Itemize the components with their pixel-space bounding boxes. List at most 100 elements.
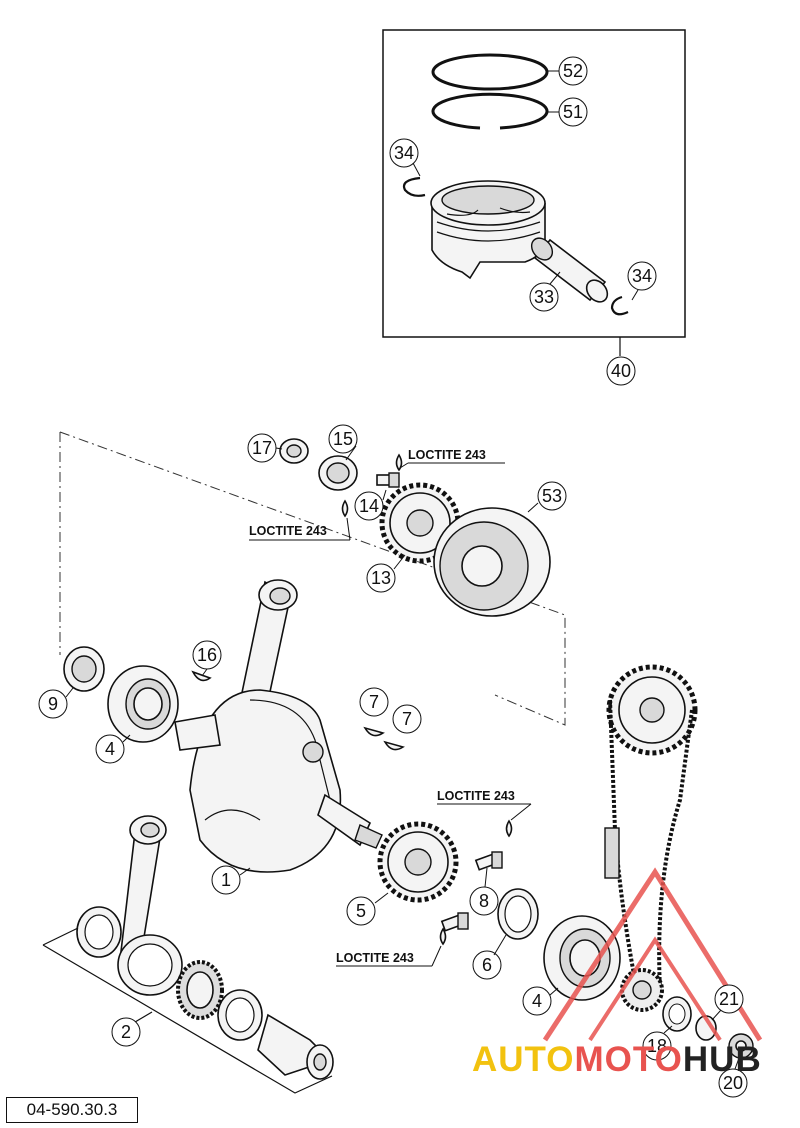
svg-text:4: 4 <box>105 739 115 759</box>
callout-4-right: 4 <box>522 986 552 1016</box>
conrod-set-bracket <box>42 927 333 1094</box>
circlip-right <box>610 295 629 316</box>
callout-5: 5 <box>346 896 376 926</box>
watermark-part-moto: MOTO <box>574 1040 683 1079</box>
svg-text:21: 21 <box>719 989 739 1009</box>
camshaft-sprocket <box>606 664 698 756</box>
screw-14 <box>376 472 400 488</box>
callout-13: 13 <box>366 563 396 593</box>
callout-2: 2 <box>111 1017 141 1047</box>
callout-34-left: 34 <box>389 138 419 168</box>
crank-pin <box>257 1013 334 1080</box>
svg-text:2: 2 <box>121 1022 131 1042</box>
svg-text:LOCTITE 243: LOCTITE 243 <box>437 789 515 803</box>
svg-text:6: 6 <box>482 955 492 975</box>
svg-text:52: 52 <box>563 61 583 81</box>
callout-17: 17 <box>247 433 277 463</box>
callout-15: 15 <box>328 424 358 454</box>
bolt-8-lower <box>440 912 469 932</box>
loctite-label-lower: LOCTITE 243 <box>336 945 442 967</box>
woodruff-key-16 <box>191 670 212 682</box>
svg-text:5: 5 <box>356 901 366 921</box>
crankshaft-seal-17 <box>279 438 309 464</box>
svg-text:53: 53 <box>542 486 562 506</box>
crankshaft-1 <box>174 579 383 873</box>
loctite-label-upper-right: LOCTITE 243 <box>399 448 505 469</box>
callout-51: 51 <box>558 97 588 127</box>
circlip-left <box>402 176 426 197</box>
primary-gear-13 <box>379 482 461 564</box>
svg-text:51: 51 <box>563 102 583 122</box>
piston-ring-lower <box>431 92 549 130</box>
svg-text:34: 34 <box>394 143 414 163</box>
callout-1: 1 <box>211 865 241 895</box>
callout-6: 6 <box>472 950 502 980</box>
callout-7-lower: 7 <box>392 704 422 734</box>
watermark-triangle <box>542 867 763 1042</box>
svg-text:LOCTITE 243: LOCTITE 243 <box>336 951 414 965</box>
crank-sprocket <box>620 968 664 1012</box>
woodruff-key-7b <box>383 740 405 751</box>
diagram-code-label: 04-590.30.3 <box>6 1097 138 1123</box>
svg-text:8: 8 <box>479 891 489 911</box>
thrust-washer-right <box>217 989 263 1041</box>
svg-text:17: 17 <box>252 438 272 458</box>
piston-ring-upper <box>431 53 549 91</box>
callout-53: 53 <box>537 481 567 511</box>
connecting-rod-2 <box>117 815 183 996</box>
callout-18: 18 <box>642 1031 672 1061</box>
main-bearing-4-left <box>107 665 179 743</box>
svg-text:4: 4 <box>532 991 542 1011</box>
piston-inset <box>382 29 686 356</box>
crankshaft-seal-9 <box>63 646 105 692</box>
needle-bearing <box>176 960 224 1020</box>
callout-52: 52 <box>558 56 588 86</box>
callout-4-left: 4 <box>95 734 125 764</box>
svg-text:16: 16 <box>197 645 217 665</box>
woodruff-key-7a <box>363 726 385 737</box>
piston-pin <box>530 237 609 303</box>
flywheel-53 <box>433 507 551 617</box>
leader-lines <box>65 70 740 1070</box>
loctite-drop <box>505 819 513 838</box>
svg-text:14: 14 <box>359 496 379 516</box>
automotohub-watermark: AUTOMOTOHUB <box>472 1040 762 1080</box>
svg-text:1: 1 <box>221 870 231 890</box>
loctite-label-upper-left: LOCTITE 243 <box>249 517 351 541</box>
svg-text:18: 18 <box>647 1036 667 1056</box>
svg-text:7: 7 <box>402 709 412 729</box>
callout-34-right: 34 <box>627 261 657 291</box>
callout-16: 16 <box>192 640 222 670</box>
nut-20 <box>728 1033 754 1059</box>
chain-tensioner-rail <box>604 827 620 879</box>
bolt-8-upper <box>474 851 503 871</box>
bearing-bush-15 <box>318 455 358 491</box>
washer-18 <box>662 996 692 1032</box>
svg-text:20: 20 <box>723 1073 743 1093</box>
callout-14: 14 <box>354 491 384 521</box>
loctite-label-middle: LOCTITE 243 <box>437 789 532 821</box>
watermark-part-auto: AUTO <box>472 1040 575 1079</box>
callout-7-upper: 7 <box>359 687 389 717</box>
callout-33: 33 <box>529 282 559 312</box>
callout-20: 20 <box>718 1068 748 1098</box>
callout-8: 8 <box>469 886 499 916</box>
svg-text:LOCTITE 243: LOCTITE 243 <box>408 448 486 462</box>
assembly-dash-outline <box>59 431 566 726</box>
svg-text:34: 34 <box>632 266 652 286</box>
svg-text:7: 7 <box>369 692 379 712</box>
timing-gear-5 <box>377 821 459 903</box>
callout-9: 9 <box>38 689 68 719</box>
callout-21: 21 <box>714 984 744 1014</box>
svg-text:LOCTITE 243: LOCTITE 243 <box>249 524 327 538</box>
svg-text:15: 15 <box>333 429 353 449</box>
svg-text:33: 33 <box>534 287 554 307</box>
loctite-drop <box>395 453 403 472</box>
thrust-washer-left <box>76 906 122 958</box>
svg-text:40: 40 <box>611 361 631 381</box>
svg-text:13: 13 <box>371 568 391 588</box>
svg-text:9: 9 <box>48 694 58 714</box>
piston <box>430 180 546 280</box>
shim-6 <box>497 888 539 940</box>
